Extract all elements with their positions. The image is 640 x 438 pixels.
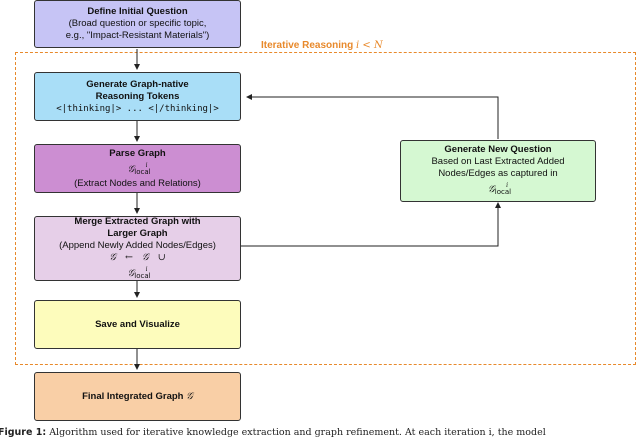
define-initial-question-box: Define Initial Question (Broad question …	[34, 0, 241, 48]
arrow-merge-to-new-question	[241, 202, 501, 247]
tokens-title-line1: Generate Graph-native	[86, 78, 189, 90]
tokens-title-line2: Reasoning Tokens	[95, 90, 180, 102]
merge-title-line1: Merge Extracted Graph with	[74, 215, 201, 227]
merge-graph-box: Merge Extracted Graph with Larger Graph …	[34, 216, 241, 281]
arrow-new-question-to-tokens	[246, 94, 499, 139]
merge-title-line2: Larger Graph	[107, 227, 168, 239]
define-line1: (Broad question or specific topic,	[68, 18, 207, 29]
new-question-line1: Based on Last Extracted Added	[431, 156, 565, 167]
define-line2: e.g., "Impact-Resistant Materials")	[65, 30, 210, 41]
global-graph-symbol: 𝒢	[186, 390, 193, 402]
loop-condition: i < N	[356, 40, 383, 51]
define-title: Define Initial Question	[87, 6, 188, 17]
parse-graph-box: Parse Graph 𝒢locali (Extract Nodes and R…	[34, 144, 241, 193]
local-graph-symbol: 𝒢locali	[488, 182, 512, 196]
new-question-line2: Nodes/Edges as captured in	[438, 168, 558, 179]
parse-title: Parse Graph	[109, 147, 166, 159]
new-question-title: Generate New Question	[444, 144, 552, 155]
generate-reasoning-tokens-box: Generate Graph-native Reasoning Tokens <…	[34, 72, 241, 121]
merge-equation: 𝒢 ← 𝒢 ∪ 𝒢locali	[109, 251, 166, 280]
merge-detail: (Append Newly Added Nodes/Edges)	[59, 239, 216, 251]
caption-text: Algorithm used for iterative knowledge e…	[49, 427, 546, 438]
thinking-tokens: <|thinking|> ... <|/thinking|>	[56, 103, 219, 114]
save-visualize-box: Save and Visualize	[34, 300, 241, 349]
figure-caption: Figure 1: Algorithm used for iterative k…	[0, 427, 640, 438]
generate-new-question-box: Generate New Question Based on Last Extr…	[400, 140, 596, 202]
save-title: Save and Visualize	[95, 318, 180, 330]
iteration-loop-label: Iterative Reasoning i < N	[258, 40, 386, 51]
local-graph-symbol: 𝒢locali	[127, 161, 151, 176]
parse-detail: (Extract Nodes and Relations)	[74, 177, 201, 189]
final-integrated-graph-box: Final Integrated Graph 𝒢	[34, 372, 241, 421]
caption-label: Figure 1:	[0, 427, 47, 438]
iteration-loop-frame	[15, 52, 636, 365]
final-title: Final Integrated Graph	[82, 390, 184, 402]
